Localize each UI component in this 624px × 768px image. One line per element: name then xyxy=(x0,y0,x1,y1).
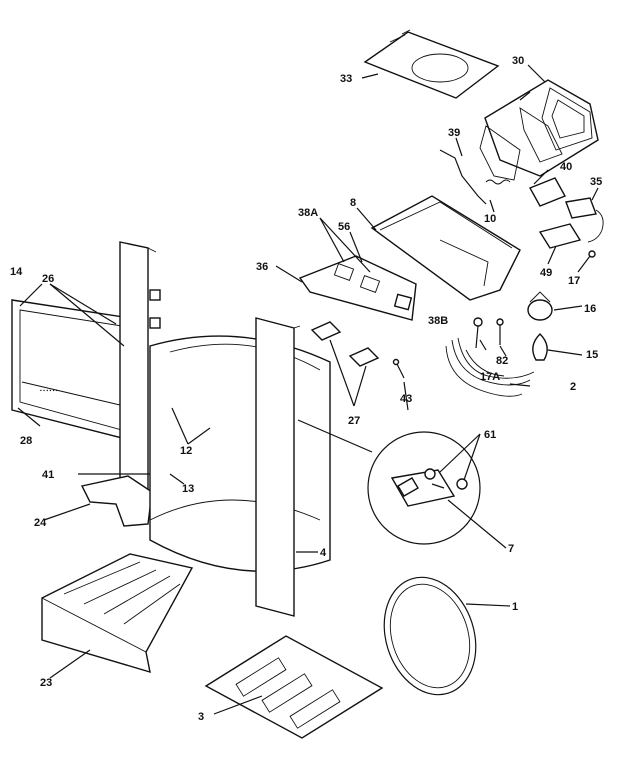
label-39: 39 xyxy=(448,127,460,139)
part-39-wire-arm xyxy=(439,149,487,205)
label-14: 14 xyxy=(10,266,23,278)
label-38b: 38B xyxy=(428,315,448,327)
part-43-screw xyxy=(392,358,405,379)
label-61: 61 xyxy=(484,429,496,441)
label-33: 33 xyxy=(340,73,352,85)
part-7-microswitch-detail xyxy=(367,431,481,545)
part-1-gasket xyxy=(383,576,477,696)
label-15: 15 xyxy=(586,349,598,361)
part-33-cover-plate xyxy=(363,29,500,99)
label-38a: 38A xyxy=(298,207,318,219)
part-10-spring xyxy=(485,179,511,185)
label-28: 28 xyxy=(20,435,32,447)
label-23: 23 xyxy=(40,677,52,689)
part-36-mounting-plate xyxy=(298,255,417,321)
label-49: 49 xyxy=(540,267,552,279)
label-24: 24 xyxy=(34,517,47,529)
part-38b-connector xyxy=(393,293,413,311)
leader-lines xyxy=(17,91,599,715)
label-17: 17 xyxy=(568,275,580,287)
label-27: 27 xyxy=(348,415,360,427)
part-23-tray xyxy=(41,553,194,674)
part-2-wire-harness xyxy=(445,337,535,397)
label-30: 30 xyxy=(512,55,524,67)
label-2: 2 xyxy=(570,381,576,393)
part-30-chute-housing xyxy=(479,79,599,181)
svg-text:▪ ▪ ▪ ▪ ▪ ▪: ▪ ▪ ▪ ▪ ▪ ▪ xyxy=(40,388,58,394)
label-16: 16 xyxy=(584,303,596,315)
part-35-wire-plug xyxy=(565,197,604,243)
part-4-housing xyxy=(149,317,331,617)
label-26: 26 xyxy=(42,273,54,285)
part-17a-screw xyxy=(473,317,483,349)
part-16-lamp-socket xyxy=(527,291,553,321)
label-10: 10 xyxy=(484,213,496,225)
label-41: 41 xyxy=(42,469,54,481)
part-27-clips xyxy=(310,321,380,367)
callout-labels: 33 30 39 40 35 8 10 38A 56 36 14 26 49 1… xyxy=(10,55,602,723)
label-56: 56 xyxy=(338,221,350,233)
part-8-bracket-housing xyxy=(370,195,521,301)
label-17a: 17A xyxy=(480,371,500,383)
part-40-solenoid xyxy=(529,177,566,207)
part-17-screw xyxy=(588,250,596,258)
part-82-screw xyxy=(496,318,504,345)
label-8: 8 xyxy=(350,197,356,209)
label-13: 13 xyxy=(182,483,194,495)
label-35: 35 xyxy=(590,176,602,188)
label-4: 4 xyxy=(320,547,327,559)
part-49-switch xyxy=(538,223,582,249)
label-7: 7 xyxy=(508,543,514,555)
label-82: 82 xyxy=(496,355,508,367)
label-1: 1 xyxy=(512,601,518,613)
label-12: 12 xyxy=(180,445,192,457)
part-15-light-bulb xyxy=(532,333,548,361)
label-43: 43 xyxy=(400,393,412,405)
label-36: 36 xyxy=(256,261,268,273)
label-3: 3 xyxy=(198,711,204,723)
part-24-actuator xyxy=(80,475,153,527)
part-3-drip-tray xyxy=(204,635,384,739)
label-40: 40 xyxy=(560,161,572,173)
part-14-dispenser-panel: ▪ ▪ ▪ ▪ ▪ ▪ xyxy=(11,299,131,441)
